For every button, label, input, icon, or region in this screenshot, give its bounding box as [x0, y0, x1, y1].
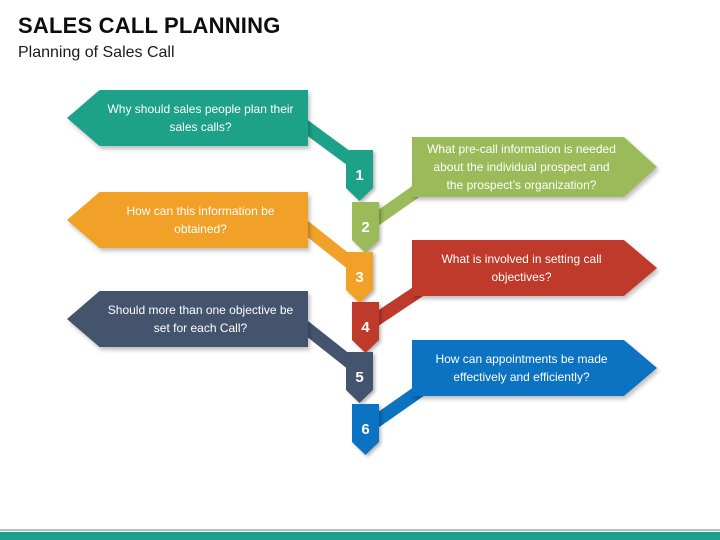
step-number-5: 5: [355, 369, 363, 386]
step-number-4: 4: [361, 319, 370, 336]
step-marker-shape-4: [352, 302, 379, 353]
question-text-4: What is involved in setting call objecti…: [441, 252, 602, 284]
footer-accent-bar: [0, 532, 720, 540]
step-marker-6: 6: [352, 404, 379, 455]
step-marker-3: 3: [346, 252, 373, 303]
question-banner-shape-2: What pre-call information is needed abou…: [412, 137, 657, 197]
step-marker-5: 5: [346, 352, 373, 403]
step-marker-shape-3: [346, 252, 373, 303]
step-marker-shape-5: [346, 352, 373, 403]
footer-accent-line: [0, 529, 720, 531]
step-marker-4: 4: [352, 302, 379, 353]
question-banner-3: How can this information be obtained?: [67, 192, 308, 248]
question-banner-shape-3: How can this information be obtained?: [67, 192, 308, 248]
question-banner-shape-5: Should more than one objective be set fo…: [67, 291, 308, 347]
question-banner-6: How can appointments be made effectively…: [412, 340, 657, 396]
question-banner-5: Should more than one objective be set fo…: [67, 291, 308, 347]
slide-title: SALES CALL PLANNING: [18, 13, 281, 38]
question-text-2: What pre-call information is needed abou…: [427, 142, 616, 192]
question-text-5: Should more than one objective be set fo…: [107, 303, 294, 335]
question-banner-4: What is involved in setting call objecti…: [412, 240, 657, 296]
step-marker-1: 1: [346, 150, 373, 201]
step-number-3: 3: [355, 269, 363, 286]
step-marker-shape-2: [352, 202, 379, 253]
step-number-6: 6: [361, 421, 369, 438]
question-banner-shape-6: How can appointments be made effectively…: [412, 340, 657, 396]
question-text-1: Why should sales people plan their sales…: [107, 102, 294, 134]
slide-subtitle: Planning of Sales Call: [18, 44, 175, 61]
question-banner-shape-4: What is involved in setting call objecti…: [412, 240, 657, 296]
question-banner-shape-1: Why should sales people plan their sales…: [67, 90, 308, 146]
step-marker-2: 2: [352, 202, 379, 253]
question-text-3: How can this information be obtained?: [126, 204, 275, 236]
question-banner-2: What pre-call information is needed abou…: [412, 137, 657, 197]
question-text-6: How can appointments be made effectively…: [435, 352, 608, 384]
step-marker-shape-1: [346, 150, 373, 201]
step-number-2: 2: [361, 219, 369, 236]
step-number-1: 1: [355, 167, 363, 184]
step-marker-shape-6: [352, 404, 379, 455]
question-banner-1: Why should sales people plan their sales…: [67, 90, 308, 146]
